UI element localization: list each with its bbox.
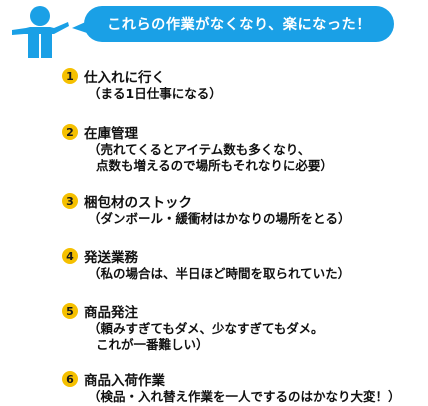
number-badge: 1 [62, 68, 78, 84]
list-item: 4 発送業務 （私の場合は、半日ほど時間を取られていた） [62, 246, 422, 282]
item-title-row: 1 仕入れに行く [62, 66, 422, 86]
item-title-row: 2 在庫管理 [62, 122, 422, 142]
list-item: 3 梱包材のストック （ダンボール・緩衝材はかなりの場所をとる） [62, 191, 422, 227]
list-item: 6 商品入荷作業 （検品・入れ替え作業を一人でするのはかなり大変！） [62, 369, 422, 405]
number-badge: 2 [62, 124, 78, 140]
header: これらの作業がなくなり、楽になった！ [0, 0, 428, 60]
item-desc-line: （私の場合は、半日ほど時間を取られていた） [88, 266, 351, 281]
person-icon [12, 6, 69, 58]
item-desc-line: これが一番難しい） [96, 337, 209, 352]
number-badge: 6 [62, 371, 78, 387]
number-badge: 4 [62, 248, 78, 264]
item-title: 仕入れに行く [84, 70, 165, 86]
item-desc-line: （検品・入れ替え作業を一人でするのはかなり大変！） [88, 389, 401, 404]
list-item: 2 在庫管理 （売れてくるとアイテム数も多くなり、 点数も増えるので場所もそれな… [62, 122, 422, 174]
item-title: 商品入荷作業 [84, 373, 165, 389]
item-title-row: 5 商品発注 [62, 301, 422, 321]
list-item: 1 仕入れに行く （まる1日仕事になる） [62, 66, 422, 102]
item-desc-line: （まる1日仕事になる） [88, 86, 222, 101]
speech-bubble: これらの作業がなくなり、楽になった！ [84, 6, 394, 42]
item-title: 発送業務 [84, 250, 138, 266]
number-badge: 3 [62, 193, 78, 209]
item-title-row: 4 発送業務 [62, 246, 422, 266]
item-title: 梱包材のストック [84, 195, 192, 211]
item-desc-line: 点数も増えるので場所もそれなりに必要） [96, 158, 333, 173]
item-title: 在庫管理 [84, 126, 138, 142]
item-desc-line: （ダンボール・緩衝材はかなりの場所をとる） [88, 211, 351, 226]
item-desc-line: （頼みすぎてもダメ、少なすぎてもダメ。 [88, 321, 324, 336]
item-title-row: 6 商品入荷作業 [62, 369, 422, 389]
item-title-row: 3 梱包材のストック [62, 191, 422, 211]
speech-bubble-text: これらの作業がなくなり、楽になった！ [107, 17, 371, 33]
number-badge: 5 [62, 303, 78, 319]
list-item: 5 商品発注 （頼みすぎてもダメ、少なすぎてもダメ。 これが一番難しい） [62, 301, 422, 353]
item-desc-line: （売れてくるとアイテム数も多くなり、 [88, 142, 311, 157]
item-title: 商品発注 [84, 305, 138, 321]
